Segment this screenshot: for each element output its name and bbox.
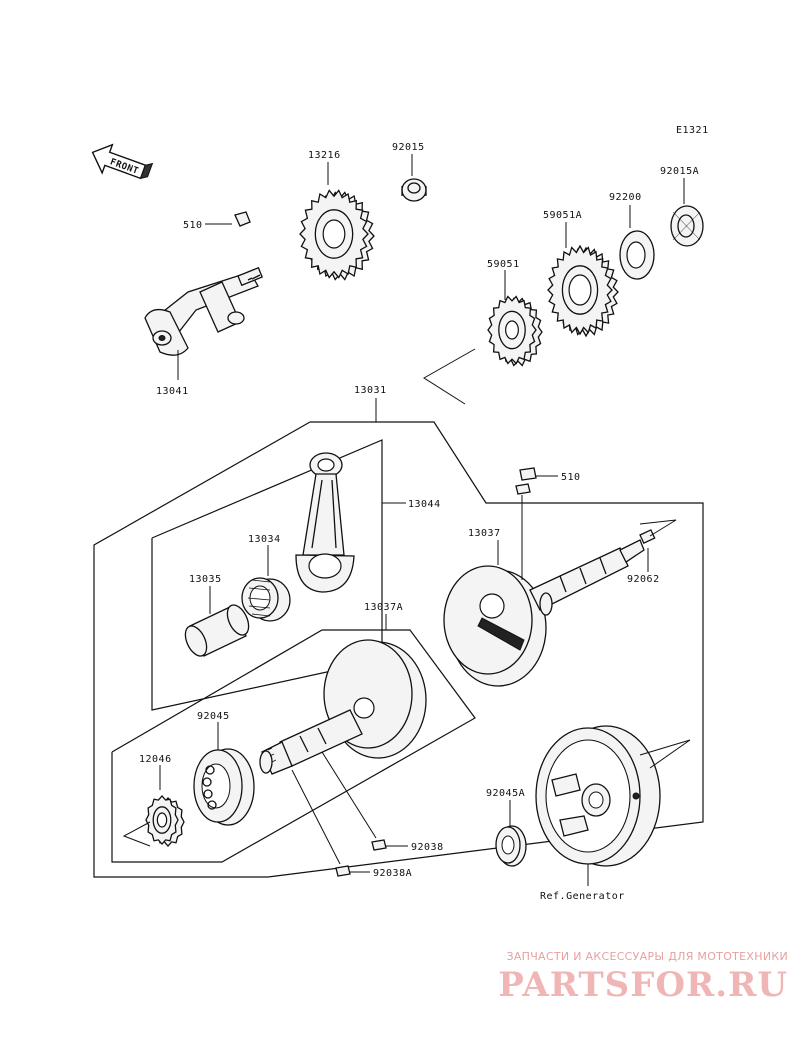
bracket-12046	[122, 821, 151, 847]
connecting-rod-13044	[295, 452, 355, 593]
needle-bearing-13034	[241, 577, 291, 622]
key-92038A	[335, 865, 351, 877]
generator-rotor	[535, 725, 661, 867]
label-13031: 13031	[354, 385, 387, 396]
label-92045A: 92045A	[486, 788, 525, 799]
watermark-tagline: ЗАПЧАСТИ И АКСЕССУАРЫ ДЛЯ МОТОТЕХНИКИ	[506, 950, 788, 963]
nut-92015	[401, 178, 427, 202]
label-13037: 13037	[468, 528, 501, 539]
gear-13216	[299, 189, 375, 281]
bracket-generator	[639, 739, 691, 769]
label-13034: 13034	[248, 534, 281, 545]
crankshaft-13037	[443, 539, 645, 687]
label-13044: 13044	[408, 499, 441, 510]
label-92015: 92015	[392, 142, 425, 153]
label-92038: 92038	[411, 842, 444, 853]
label-510a: 510	[183, 220, 203, 231]
ref-generator-label: Ref.Generator	[540, 891, 625, 902]
label-59051: 59051	[487, 259, 520, 270]
key-92038	[371, 839, 387, 851]
crankshaft-13037A	[259, 639, 427, 775]
gear-59051A	[547, 244, 619, 338]
leader-92038-shaft	[321, 751, 377, 839]
balancer-shaft-13041	[144, 211, 263, 356]
key-510b	[515, 467, 537, 495]
bracket-92062	[639, 519, 677, 537]
bearing-92045	[193, 748, 255, 826]
watermark: ЗАПЧАСТИ И АКСЕССУАРЫ ДЛЯ МОТОТЕХНИКИ PA…	[488, 950, 788, 1005]
leader-92038A-shaft	[291, 769, 341, 865]
front-arrow: FRONT	[91, 143, 154, 180]
label-92015A: 92015A	[660, 166, 699, 177]
crank-pin-13035	[184, 604, 250, 657]
label-92038A: 92038A	[373, 868, 412, 879]
label-59051A: 59051A	[543, 210, 582, 221]
nut-92062	[639, 529, 656, 545]
label-12046: 12046	[139, 754, 172, 765]
label-510b: 510	[561, 472, 581, 483]
oil-seal-92045A	[495, 825, 527, 867]
watermark-logo: PARTSFOR.RU	[498, 965, 788, 1005]
gear-group-bracket	[423, 348, 476, 405]
label-13216: 13216	[308, 150, 341, 161]
gear-59051	[487, 295, 543, 367]
washer-92200	[619, 230, 655, 280]
diagram-code: E1321	[676, 125, 709, 136]
nut-92015A	[670, 205, 704, 247]
label-92200: 92200	[609, 192, 642, 203]
sprocket-12046	[145, 795, 185, 847]
frame-13031	[93, 421, 704, 878]
label-13035: 13035	[189, 574, 222, 585]
label-13037A: 13037A	[364, 602, 403, 613]
label-92062: 92062	[627, 574, 660, 585]
label-92045: 92045	[197, 711, 230, 722]
label-13041: 13041	[156, 386, 189, 397]
frame-13037A	[111, 629, 476, 863]
